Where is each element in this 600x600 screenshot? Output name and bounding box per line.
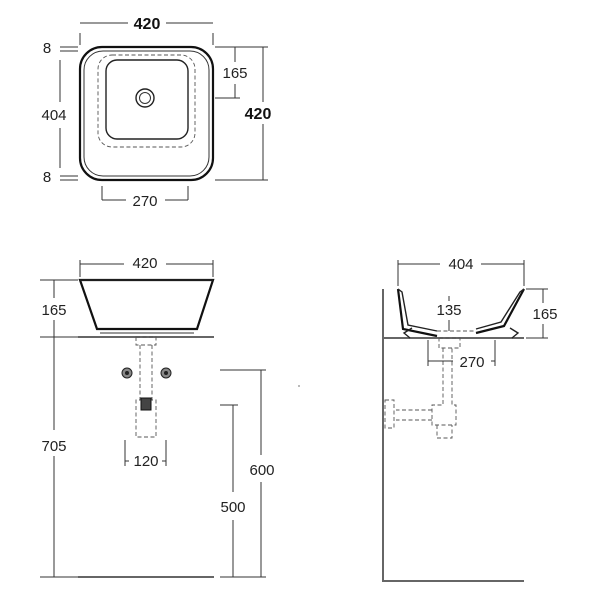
top-bowl-height-label: 165 [222,65,247,82]
side-width-label: 404 [448,256,473,273]
top-view: 420 8 404 8 165 420 270 [41,16,271,210]
fixing-bolt-center [164,371,168,375]
side-base-label: 270 [459,354,484,371]
side-trap-arm [396,409,432,421]
front-total-height-label: 705 [41,438,66,455]
front-height-600-label: 600 [249,462,274,479]
top-inner-label: 404 [41,107,66,124]
front-fixing-right [160,367,172,379]
side-depth-label: 135 [436,302,461,319]
side-waste-pipe [431,348,457,426]
side-view: 404 165 135 270 [382,256,558,582]
side-waste-flange [438,337,461,349]
side-basin-left-wall [396,288,438,338]
top-view-rim-outline [83,50,210,177]
front-waste-flange [135,336,157,346]
speck [298,385,300,387]
top-base-label: 270 [132,193,157,210]
side-basin-feet [402,327,520,339]
side-basin-right-wall [475,288,525,335]
top-view-outer-outline [78,45,215,182]
side-height-label: 165 [532,306,557,323]
side-basin-right-inner [475,288,525,330]
front-width-label: 420 [132,255,157,272]
front-fixing-left [121,367,133,379]
fixing-bolt-center [125,371,129,375]
drain-hole-outer [135,88,155,108]
front-height-label: 165 [41,302,66,319]
side-trap-bottom [436,425,453,439]
top-depth-label: 420 [245,106,272,123]
drain-hole-inner [139,92,151,104]
top-view-hidden-outline [97,54,196,148]
front-waste-pipe [135,345,157,438]
front-waste-outlet [140,397,152,411]
front-spacing-label: 120 [133,453,158,470]
side-basin-left-inner [397,288,438,332]
front-basin-outline [78,278,215,331]
front-view: 420 165 705 500 600 120 [40,255,300,578]
front-height-500-label: 500 [220,499,245,516]
side-wall-connector [384,399,395,429]
bottom-margin-label: 8 [43,169,51,186]
top-margin-label: 8 [43,40,51,57]
top-view-bowl-outline [105,59,189,140]
top-width-label: 420 [134,16,161,33]
